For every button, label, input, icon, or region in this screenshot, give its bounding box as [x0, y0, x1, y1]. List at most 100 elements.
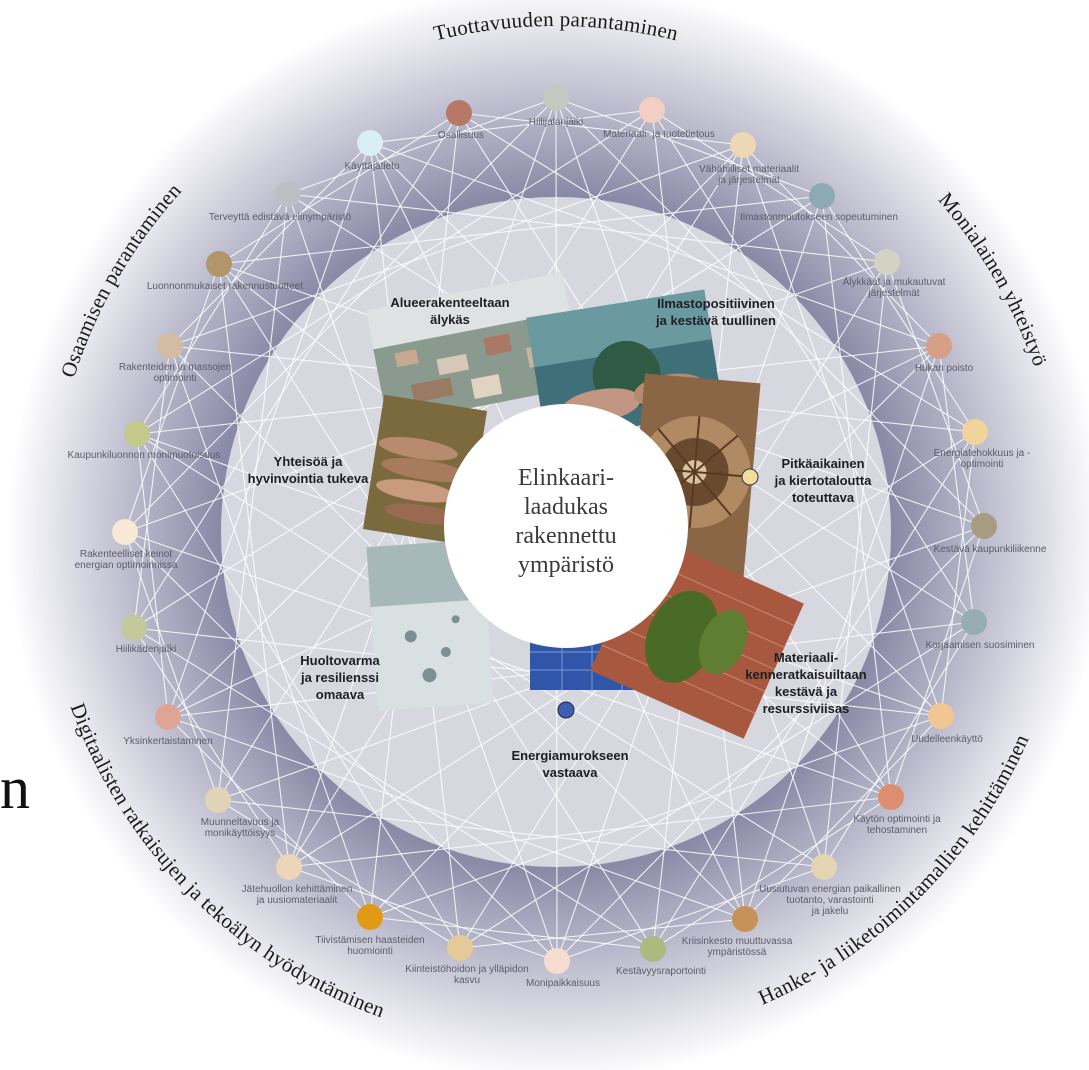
connection-line	[288, 866, 558, 962]
node-dot[interactable]	[276, 854, 302, 880]
node-dot[interactable]	[112, 519, 138, 545]
photo-collage	[363, 271, 804, 739]
node-dot[interactable]	[926, 333, 952, 359]
node-dot[interactable]	[544, 948, 570, 974]
factor-node[interactable]: Hiilikädenjälki	[116, 615, 177, 655]
connection-line	[556, 525, 985, 962]
node-label: Ilmastonmuutokseen sopeutuminen	[740, 212, 898, 223]
factor-node[interactable]: Energiatehokkuus ja -optimointi	[934, 419, 1031, 470]
node-label: ympäristössä	[708, 947, 767, 958]
factor-node[interactable]: Hiilijalanjälki	[529, 85, 583, 128]
factor-node[interactable]: Kaupunkiluonnon monimuotoisuus	[68, 421, 221, 461]
node-dot[interactable]	[447, 935, 473, 961]
node-label: Monipaikkaisuus	[526, 978, 600, 989]
node-label: Käyttäjätieto	[344, 161, 399, 172]
node-dot[interactable]	[639, 97, 665, 123]
node-label: Käytön optimointi ja	[853, 814, 941, 825]
connection-line	[369, 109, 653, 144]
connection-line	[287, 97, 557, 195]
theme-label-line: vastaava	[543, 765, 599, 780]
node-label: optimointi	[154, 373, 197, 384]
node-dot[interactable]	[124, 421, 150, 447]
theme-label-line: toteuttava	[792, 490, 855, 505]
theme-label-line: resurssiviisas	[763, 701, 850, 716]
node-dot[interactable]	[155, 704, 181, 730]
connection-line	[218, 263, 290, 868]
node-dot[interactable]	[961, 609, 987, 635]
node-dot[interactable]	[357, 130, 383, 156]
theme-label-line: ja kiertotaloutta	[774, 473, 873, 488]
factor-node[interactable]: Osallisuus	[438, 100, 484, 141]
node-dot[interactable]	[205, 787, 231, 813]
node-dot[interactable]	[811, 854, 837, 880]
node-label: Hukan poisto	[915, 363, 974, 374]
node-dot[interactable]	[157, 333, 183, 359]
node-dot[interactable]	[640, 936, 666, 962]
node-dot[interactable]	[962, 419, 988, 445]
node-dot[interactable]	[543, 85, 569, 111]
node-label: Jätehuollon kehittäminen	[242, 884, 353, 895]
node-label: Energiatehokkuus ja -	[934, 448, 1031, 459]
node-dot[interactable]	[357, 904, 383, 930]
node-label: Hiilijalanjälki	[529, 117, 583, 128]
theme-label-line: Pitkäaikainen	[781, 456, 864, 471]
node-label: Hiilikädenjälki	[116, 644, 177, 655]
node-label: Materiaali- ja tuotetietous	[603, 129, 715, 140]
factor-node[interactable]: Uudelleenkäyttö	[911, 703, 983, 745]
connection-line	[133, 112, 460, 629]
node-dot[interactable]	[121, 615, 147, 641]
connection-line	[124, 263, 220, 533]
connection-line	[133, 627, 654, 950]
node-dot[interactable]	[275, 181, 301, 207]
node-label: järjestelmät	[867, 288, 919, 299]
factor-node[interactable]: Yksinkertaistaminen	[123, 704, 213, 747]
node-dot[interactable]	[809, 183, 835, 209]
factor-node[interactable]: Kestävyysraportointi	[616, 936, 706, 977]
factor-node[interactable]: Terveyttä edistävä elinympäristö	[209, 181, 352, 223]
factor-node[interactable]: Monipaikkaisuus	[526, 948, 600, 989]
connection-line	[886, 261, 985, 527]
node-dot[interactable]	[928, 703, 954, 729]
factor-node[interactable]: Kestävä kaupunkiliikenne	[934, 513, 1047, 555]
connection-line	[459, 621, 975, 949]
center-title-line: Elinkaari-	[518, 465, 614, 491]
theme-marker-blue	[557, 701, 575, 719]
node-dot[interactable]	[874, 249, 900, 275]
factor-node[interactable]: Käyttäjätieto	[344, 130, 400, 172]
node-label: Muunneltavuus ja	[201, 817, 280, 828]
factor-node[interactable]: Materiaali- ja tuotetietous	[603, 97, 715, 140]
node-label: Kiinteistöhoidon ja ylläpidon	[405, 964, 528, 975]
theme-label-line: Huoltovarma	[300, 653, 380, 668]
factor-node[interactable]: Ilmastonmuutokseen sopeutuminen	[740, 183, 898, 223]
node-dot[interactable]	[971, 513, 997, 539]
node-dot[interactable]	[730, 132, 756, 158]
factor-node[interactable]: Uusiutuvan energian paikallinentuotanto,…	[759, 854, 901, 917]
factor-node[interactable]: Hukan poisto	[915, 333, 974, 374]
factor-node[interactable]: Korjaamisen suosiminen	[926, 609, 1035, 651]
node-dot[interactable]	[878, 784, 904, 810]
node-dot[interactable]	[732, 906, 758, 932]
node-dot[interactable]	[206, 251, 232, 277]
factor-node[interactable]: Luonnonmukaiset rakennustuotteet	[147, 251, 303, 292]
node-dot[interactable]	[446, 100, 472, 126]
connection-line	[136, 433, 461, 949]
connection-line	[652, 796, 892, 950]
node-label: ja jakelu	[811, 906, 849, 917]
connection-line	[458, 112, 976, 433]
node-label: tehostaminen	[867, 825, 927, 836]
theme-label-line: kestävä ja	[775, 684, 838, 699]
connection-line	[133, 345, 171, 629]
node-label: Rakenteiden ja massojen	[119, 362, 231, 373]
connection-line	[823, 621, 975, 868]
